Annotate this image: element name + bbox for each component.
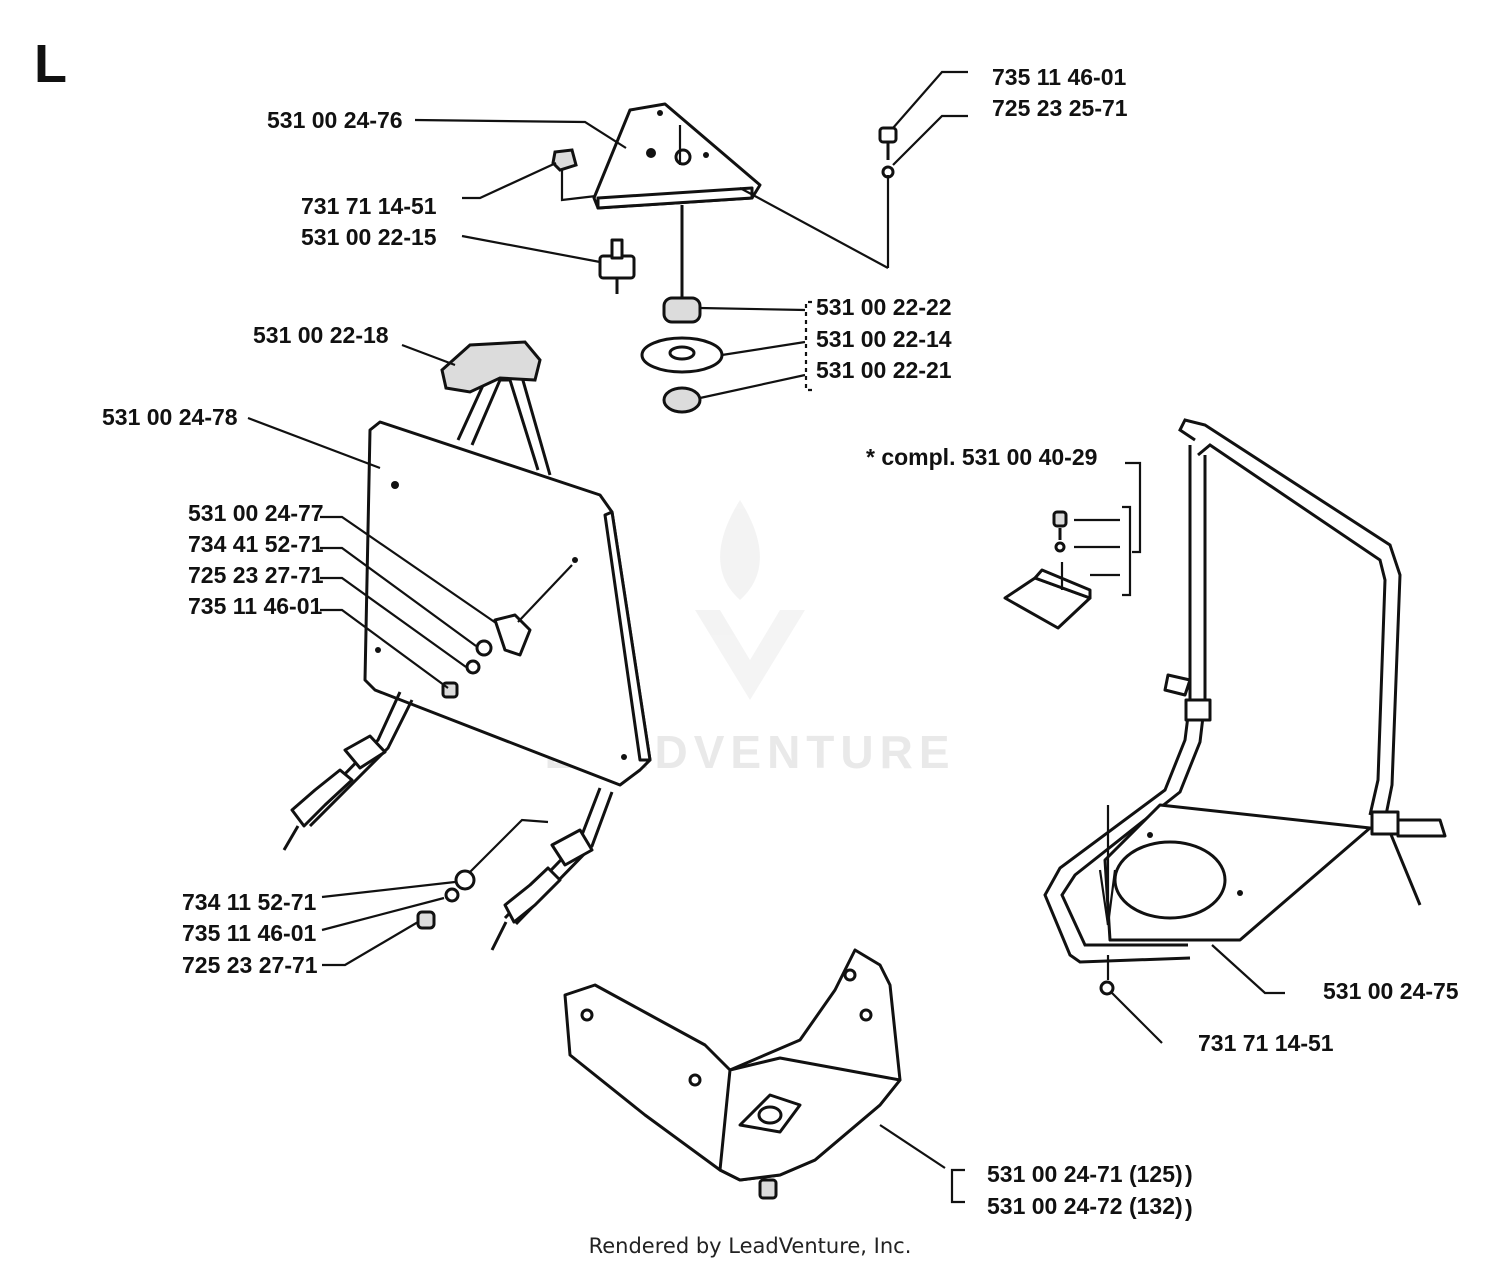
callout-label: 735 11 46-01 — [992, 64, 1127, 90]
callout-label: 531 00 24-71 (125) — [987, 1161, 1183, 1187]
callout-label: 734 11 52-71 — [182, 889, 317, 915]
callout-label: * compl. 531 00 40-29 — [866, 444, 1097, 470]
section-letter: L — [34, 34, 67, 94]
center-spacer — [662, 205, 702, 324]
base-plate — [563, 948, 902, 1200]
callout-label: 531 00 24-75 — [1323, 978, 1459, 1004]
callout-label: 725 23 27-71 — [182, 952, 318, 978]
callout-label: 734 41 52-71 — [188, 531, 324, 557]
callout-label: 531 00 24-77 — [188, 500, 324, 526]
kit-bracket-lines — [1074, 461, 1142, 597]
center-washer — [640, 336, 724, 374]
callout-label: 531 00 24-72 (132) — [987, 1193, 1183, 1219]
callout-label: 725 23 25-71 — [992, 95, 1128, 121]
callout-label: 531 00 22-14 — [816, 326, 952, 352]
top-mount-plate — [592, 102, 762, 210]
watermark-logo — [695, 500, 805, 700]
callout-label: 531 00 22-15 — [301, 224, 437, 250]
backrest-handle — [440, 340, 552, 476]
callout-label: 531 00 24-76 — [267, 107, 403, 133]
rubber-damper — [598, 238, 636, 294]
left-strap — [282, 691, 414, 851]
bracket-kit — [1003, 510, 1092, 630]
nut-top — [551, 148, 578, 172]
callout-label: 735 11 46-01 — [188, 593, 323, 619]
callout-label: 725 23 27-71 — [188, 562, 324, 588]
callout-bracket: ) — [1185, 1161, 1193, 1187]
callout-label: 731 71 14-51 — [301, 193, 437, 219]
callout-label: 531 00 22-22 — [816, 294, 952, 320]
callout-label: 531 00 22-18 — [253, 322, 389, 348]
leader-lines — [247, 70, 1285, 1204]
callout-bracket: ) — [1185, 1195, 1193, 1221]
top-bolt — [739, 126, 898, 269]
callout-label: 531 00 24-78 — [102, 404, 238, 430]
strap-hardware — [416, 818, 549, 930]
callout-label: 731 71 14-51 — [1198, 1030, 1334, 1056]
frame — [1043, 418, 1447, 996]
callout-label: 531 00 22-21 — [816, 357, 952, 383]
callout-labels: 735 11 46-01 725 23 25-71 531 00 24-76 7… — [102, 64, 1459, 1221]
footer-credit: Rendered by LeadVenture, Inc. — [589, 1234, 912, 1258]
backrest-plate — [363, 420, 652, 787]
callout-label: 735 11 46-01 — [182, 920, 317, 946]
right-strap — [490, 787, 614, 951]
center-nut — [662, 386, 702, 414]
